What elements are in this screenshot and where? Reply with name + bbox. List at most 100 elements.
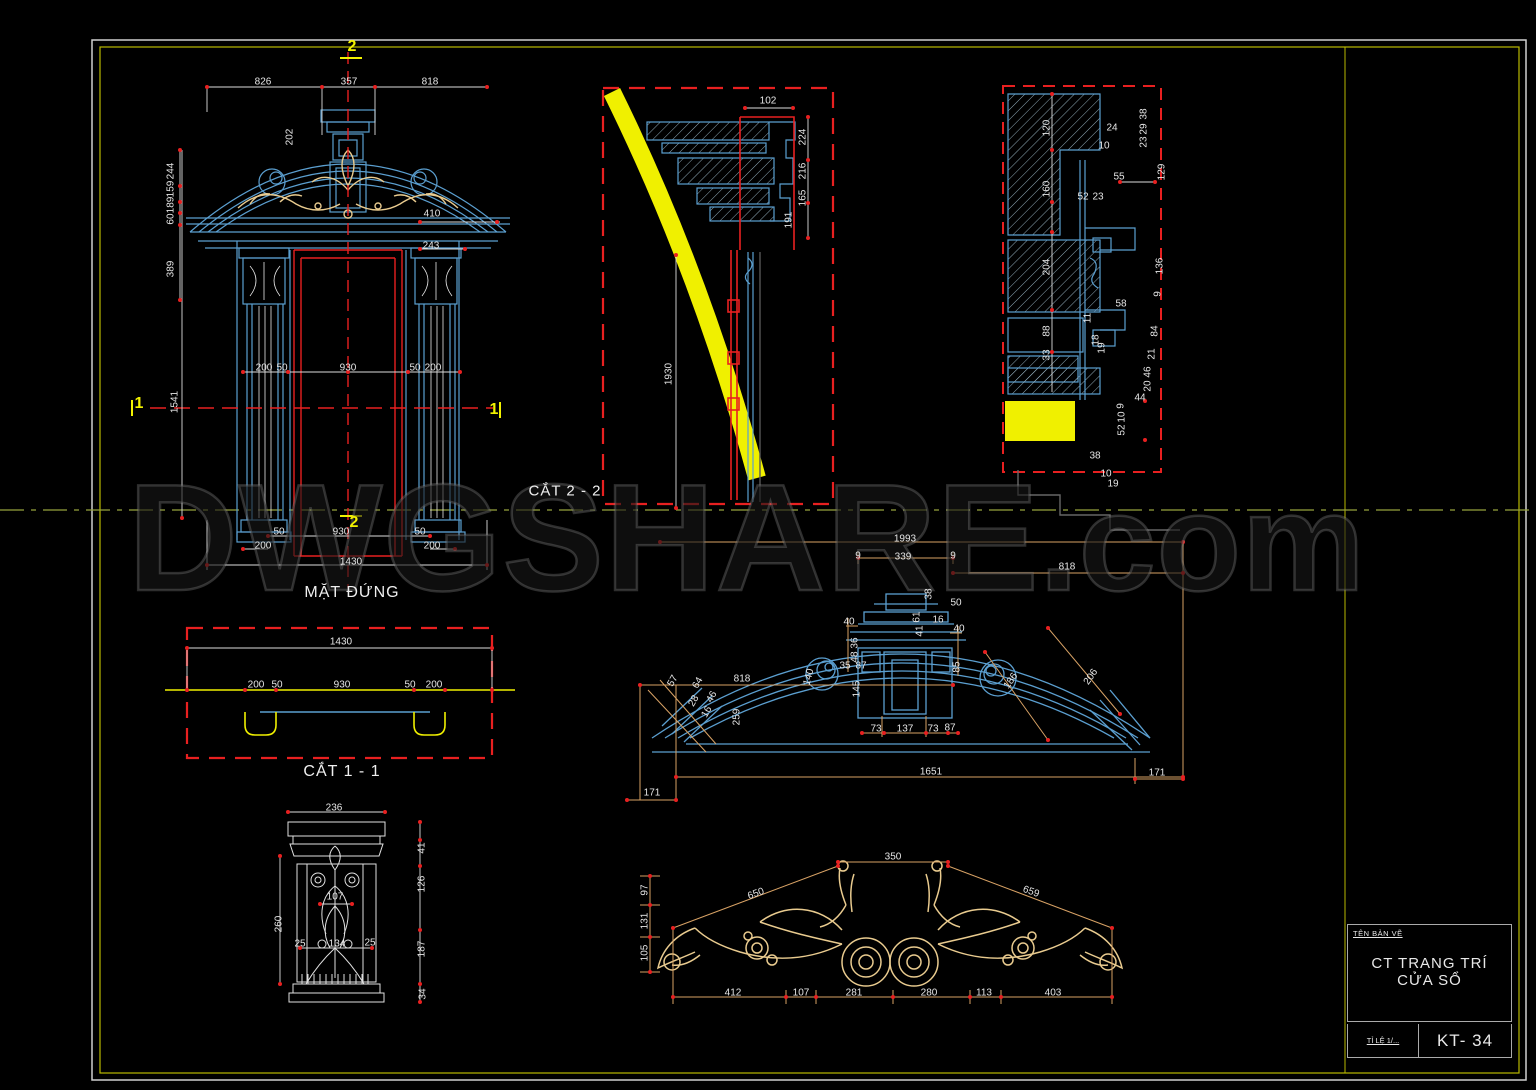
dim-label: 339 — [894, 551, 912, 563]
dim-label: 9 — [1152, 291, 1164, 297]
dim-label: 50 — [273, 526, 285, 538]
dim-label: 171 — [643, 787, 661, 799]
arch-detail-view — [625, 540, 1185, 802]
dim-label: 25 — [364, 937, 376, 949]
title-block-name-box: TÊN BẢN VẼ CT TRANG TRÍ CỬA SỔ — [1347, 924, 1512, 1022]
dim-label: 41 — [416, 842, 428, 854]
dim-label: 200 — [423, 540, 441, 552]
dim-label: 165 — [797, 189, 809, 207]
dim-label: 107 — [326, 891, 344, 903]
dim-label: 52 — [1116, 424, 1128, 436]
dim-label: 25 — [294, 938, 306, 950]
drawing-name-line2: CỬA SỔ — [1397, 972, 1462, 989]
drawing-name-line1: CT TRANG TRÍ — [1371, 955, 1488, 972]
section-1-1-view — [165, 626, 515, 760]
title-block-label: TÊN BẢN VẼ — [1353, 929, 1403, 938]
sheet-number: KT- 34 — [1436, 1030, 1494, 1050]
dim-label: 50 — [950, 597, 962, 609]
dim-label: 40 — [953, 623, 965, 635]
dim-label: 200 — [247, 679, 265, 691]
dim-label: 826 — [254, 76, 272, 88]
dim-label: 2 — [347, 38, 357, 55]
dim-label: 1541 — [169, 390, 181, 414]
dim-label: 9 — [950, 550, 956, 562]
dim-label: 33 — [1041, 349, 1053, 361]
dim-label: 129 — [1156, 163, 1168, 181]
dim-label: 140 — [801, 667, 817, 687]
dim-label: 160 — [1041, 180, 1053, 198]
dim-label: 200 — [255, 362, 273, 374]
dim-label: 659 — [1021, 883, 1041, 901]
ornament-detail-view — [640, 860, 1124, 1004]
dim-label: 24 — [1106, 122, 1118, 134]
view-title-section-2-2: CẮT 2 - 2 — [528, 482, 602, 500]
dim-label: 191 — [783, 211, 795, 229]
dim-label: 23 — [1138, 136, 1150, 148]
title-block-bottom-row: TỈ LỆ 1/... KT- 34 — [1347, 1024, 1512, 1058]
wall-detail-view — [1002, 85, 1180, 531]
dim-label: 216 — [797, 162, 809, 180]
dim-label: 64 — [690, 675, 706, 691]
dim-label: 16 — [932, 614, 944, 626]
dim-label: 236 — [325, 802, 343, 814]
dim-label: 224 — [797, 128, 809, 146]
dim-ticks-elevation — [178, 85, 499, 567]
watermark-text: DWGSHARE — [127, 453, 1040, 623]
dim-label: 259 — [731, 708, 743, 726]
dim-label: 410 — [423, 208, 441, 220]
dim-label: 350 — [884, 851, 902, 863]
dim-label: 19 — [1096, 342, 1108, 354]
dim-label: 73 — [870, 723, 882, 735]
dim-label: 50 — [409, 362, 421, 374]
page-border — [0, 39, 1536, 1081]
dim-label: 204 — [1041, 258, 1053, 276]
dim-label: 1 — [134, 395, 144, 412]
dim-label: 1930 — [663, 362, 675, 386]
dim-label: 136 — [1154, 257, 1166, 275]
dim-label: 403 — [1044, 987, 1062, 999]
dim-label: 389 — [165, 260, 177, 278]
dim-label: 19 — [1107, 478, 1119, 490]
dim-label: 113 — [976, 987, 992, 999]
dim-label: 145 — [851, 680, 863, 698]
dim-label: 61 — [911, 611, 923, 623]
dim-label: 159 — [165, 180, 177, 198]
dim-label: 930 — [333, 679, 351, 691]
dim-label: 23 — [1092, 191, 1104, 203]
watermark-suffix: .com — [1038, 466, 1366, 620]
watermark: DWGSHARE.com — [127, 461, 1366, 616]
dim-label: 186 — [1001, 671, 1021, 691]
dim-label: 46 — [1142, 366, 1154, 378]
dim-label: 818 — [421, 76, 439, 88]
dim-label: 9 — [1115, 403, 1127, 409]
dim-label: 50 — [414, 526, 426, 538]
dim-label: 21 — [1146, 348, 1158, 360]
drawing-name: CT TRANG TRÍ CỬA SỔ — [1348, 955, 1511, 989]
dim-label: 44 — [1134, 392, 1146, 404]
dim-label: 35 — [839, 660, 851, 672]
section-2-2-view — [601, 86, 835, 510]
dim-label: 137 — [896, 723, 914, 735]
dim-label: 20 — [1142, 380, 1154, 392]
view-title-elevation: MẶT ĐỨNG — [304, 584, 400, 601]
dim-label: 38 — [1138, 108, 1150, 120]
dim-label: 97 — [639, 884, 651, 896]
scale-label: TỈ LỆ 1/... — [1348, 1024, 1419, 1057]
elevation-view — [131, 52, 510, 588]
dim-label: 202 — [284, 128, 296, 146]
dim-label: 88 — [1041, 325, 1053, 337]
title-block: TÊN BẢN VẼ CT TRANG TRÍ CỬA SỔ TỈ LỆ 1/.… — [1347, 924, 1512, 1058]
dim-label: 107 — [792, 987, 810, 999]
dim-label: 57 — [665, 673, 681, 689]
dim-label: 280 — [920, 987, 938, 999]
dim-label: 41 — [914, 625, 926, 637]
dim-label: 29 — [1138, 123, 1150, 135]
dim-label: 200 — [425, 679, 443, 691]
dim-label: 1430 — [329, 636, 353, 648]
dim-label: 2 — [349, 514, 359, 531]
dim-label: 28 — [686, 693, 702, 709]
dim-label: 10 — [1100, 468, 1112, 480]
dim-label: 243 — [422, 240, 440, 252]
